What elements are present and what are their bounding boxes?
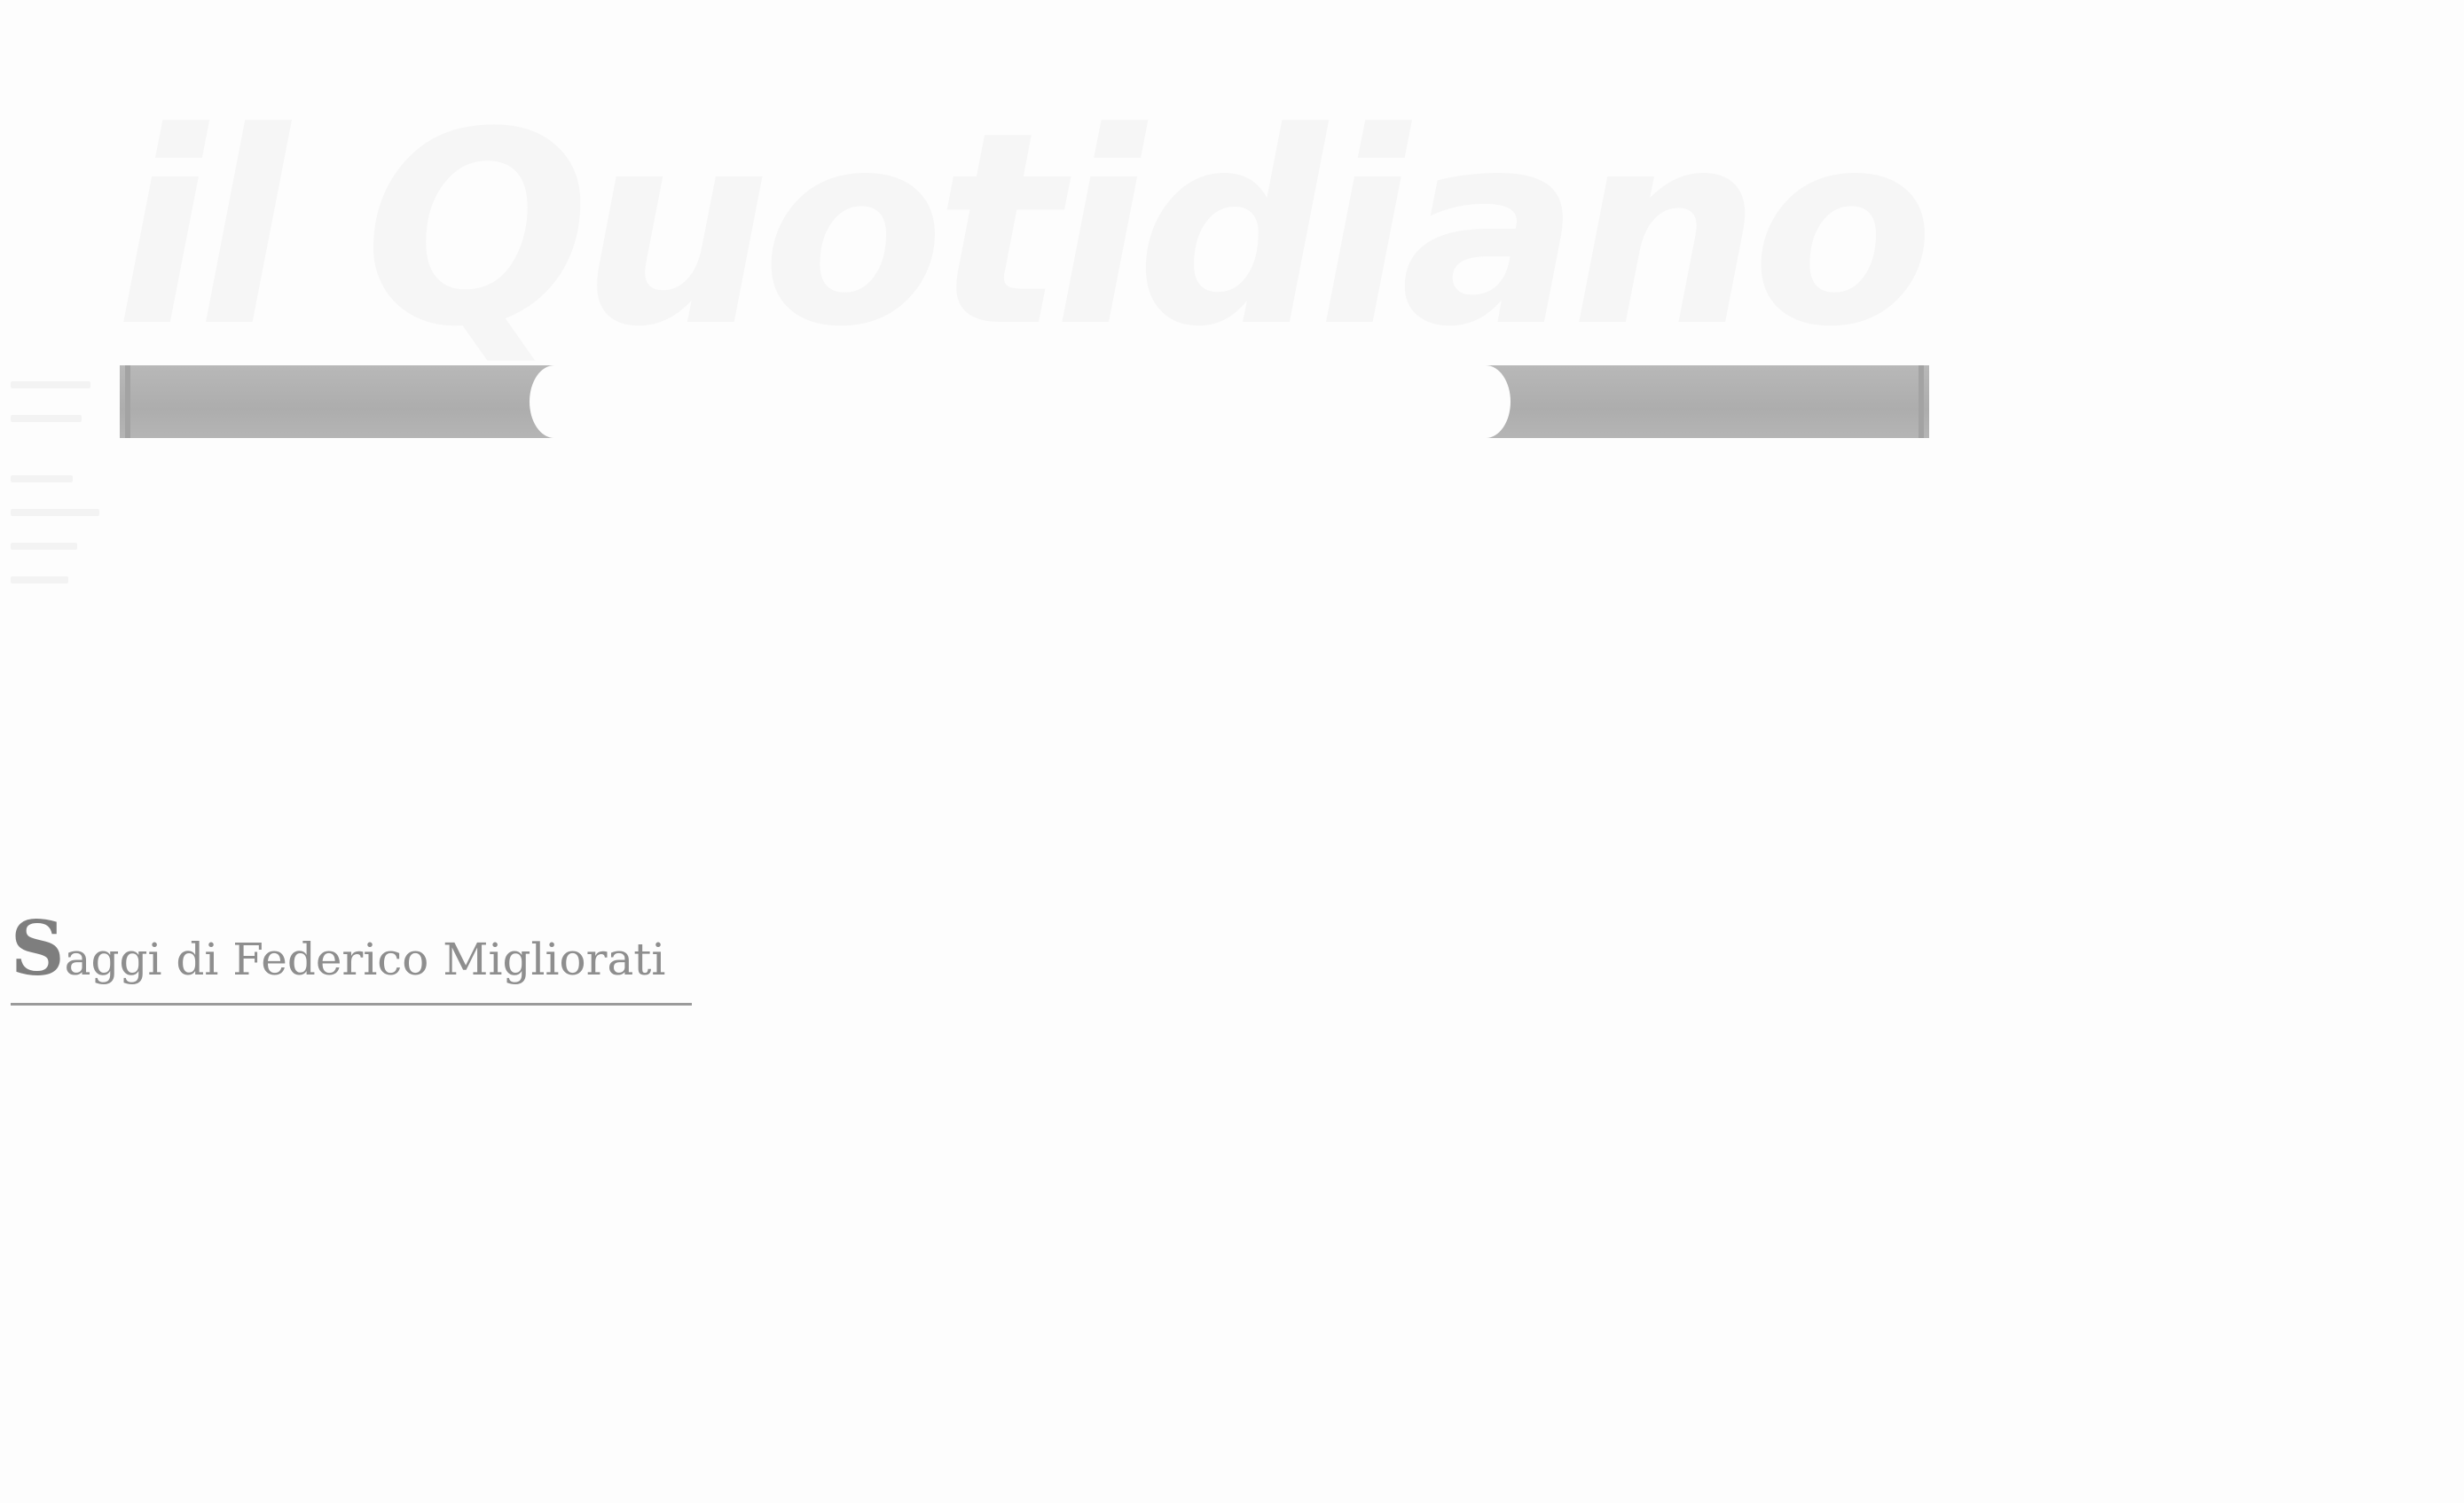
menu-line: [11, 381, 90, 388]
menu-line: [11, 543, 77, 550]
logo-wordmark: il Quotidiano: [115, 75, 1925, 385]
menu-line: [11, 415, 82, 422]
page-title-link[interactable]: Saggi di Federico Migliorati: [11, 909, 693, 1006]
logo-ribbon-left: [120, 365, 579, 438]
faded-side-menu: [11, 381, 99, 610]
menu-line: [11, 576, 68, 583]
masthead-logo[interactable]: il Quotidiano: [115, 62, 1925, 452]
ribbon-edge: [125, 365, 130, 438]
logo-ribbon-right: [1461, 365, 1929, 438]
ribbon-edge: [1919, 365, 1924, 438]
title-drop-initial: S: [11, 904, 65, 992]
menu-line: [11, 475, 73, 482]
page-title: aggi di Federico Migliorati: [64, 934, 666, 985]
menu-line: [11, 509, 99, 516]
